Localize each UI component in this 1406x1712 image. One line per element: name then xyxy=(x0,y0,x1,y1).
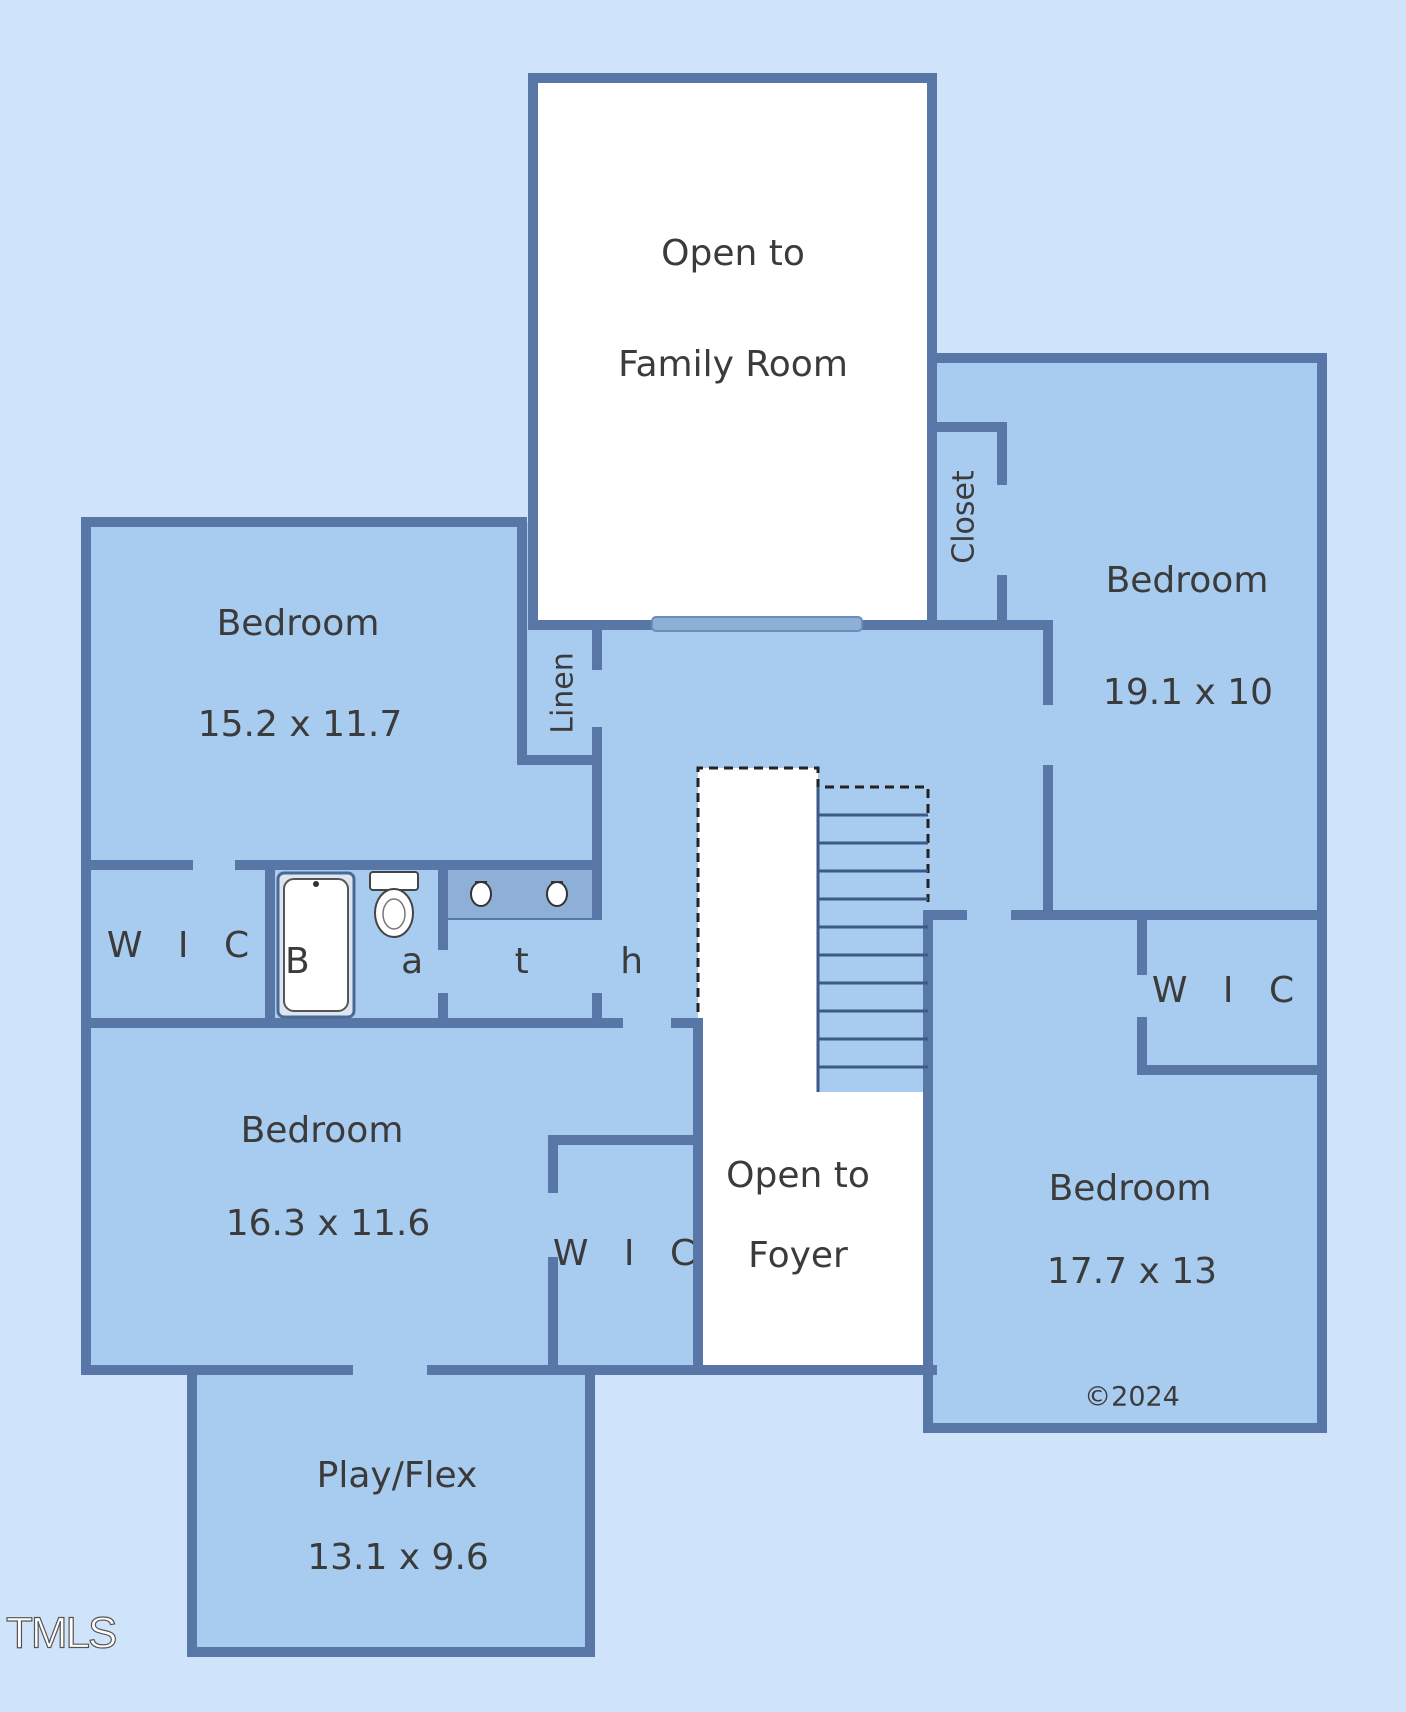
open-family-line2: Family Room xyxy=(618,344,848,385)
watermark-logo: TMLS xyxy=(6,1609,116,1658)
open-to-foyer-area xyxy=(698,768,928,1365)
stairs-icon xyxy=(696,766,930,1092)
open-foyer-line1: Open to xyxy=(726,1155,870,1196)
room-fills xyxy=(86,80,1322,1648)
bedroom-nw-name: Bedroom xyxy=(217,603,380,644)
open-foyer-line2: Foyer xyxy=(748,1235,848,1276)
bedroom-sw-name: Bedroom xyxy=(241,1110,404,1151)
open-to-family-area xyxy=(533,80,932,620)
closet-label: Closet xyxy=(947,470,982,564)
open-family-line1: Open to xyxy=(661,233,805,274)
bedroom-sw-size: 16.3 x 11.6 xyxy=(226,1203,431,1244)
bedroom-se-name: Bedroom xyxy=(1049,1168,1212,1209)
bedroom-ne-size: 19.1 x 10 xyxy=(1103,672,1273,713)
bathtub-icon xyxy=(276,871,356,1019)
bedroom-nw-size: 15.2 x 11.7 xyxy=(198,704,403,745)
wic-s-label: W I C xyxy=(553,1233,707,1274)
room-labels: Open to Family Room Bedroom 15.2 x 11.7 … xyxy=(107,233,1306,1578)
wic-w-label: W I C xyxy=(107,925,261,966)
bath-label: B a t h xyxy=(285,941,683,982)
bedroom-se-size: 17.7 x 13 xyxy=(1047,1251,1217,1292)
play-flex-name: Play/Flex xyxy=(317,1455,478,1496)
sink-icon xyxy=(446,868,594,920)
toilet-icon xyxy=(369,871,419,938)
linen-label: Linen xyxy=(546,652,581,734)
play-flex-size: 13.1 x 9.6 xyxy=(307,1537,489,1578)
copyright-label: ©2024 xyxy=(1084,1382,1180,1413)
wic-e-label: W I C xyxy=(1152,970,1306,1011)
railing xyxy=(651,616,863,632)
bedroom-ne-name: Bedroom xyxy=(1106,560,1269,601)
